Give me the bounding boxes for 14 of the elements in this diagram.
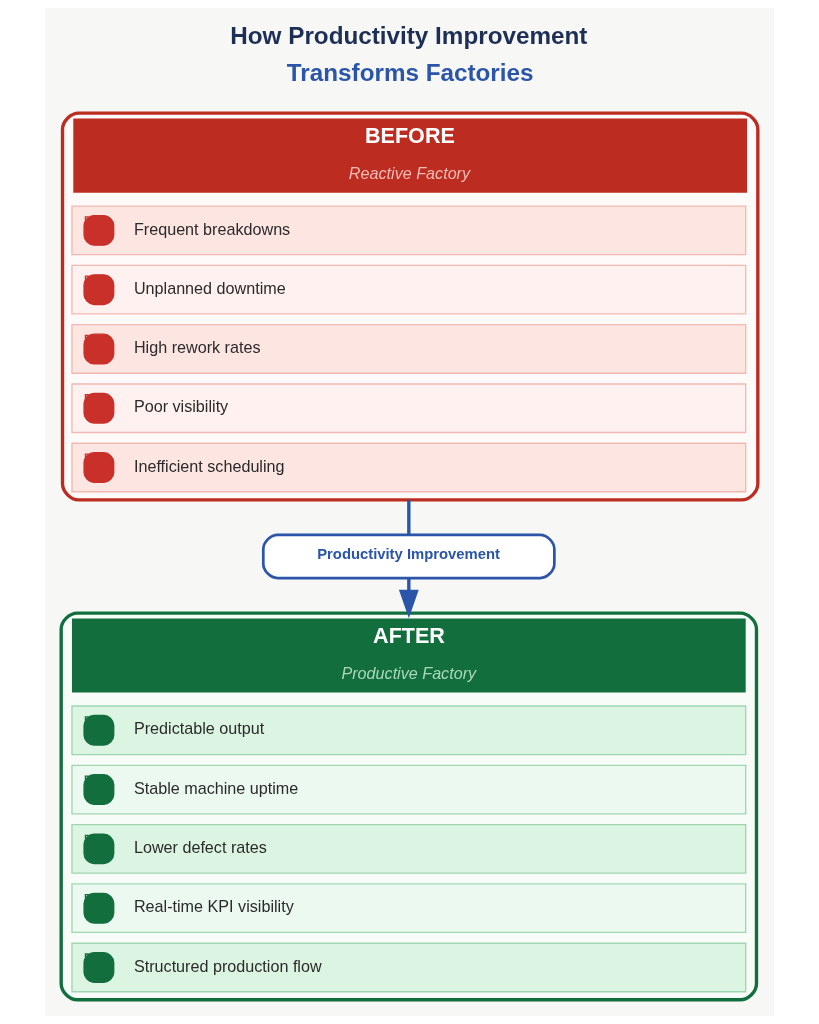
node-box: Frequent breakdowns <box>71 205 747 256</box>
node-box: High rework rates <box>71 324 747 374</box>
node-box: Unplanned downtime <box>71 264 747 315</box>
node-box: Inefficient scheduling <box>71 442 747 493</box>
node-box: Poor visibility <box>71 383 747 434</box>
node-box: Productivity Improvement <box>261 533 556 580</box>
node-box: Stable machine uptime <box>71 764 747 815</box>
node-box: Structured production flow <box>71 942 747 993</box>
node-box: Real-time KPI visibility <box>71 883 747 934</box>
node-box: Lower defect rates <box>71 823 747 874</box>
diagram-title: How Productivity Improvement Transforms Factories <box>230 21 588 87</box>
connector <box>407 499 411 535</box>
node-box: Predictable output <box>71 705 747 756</box>
arrow <box>398 578 419 619</box>
